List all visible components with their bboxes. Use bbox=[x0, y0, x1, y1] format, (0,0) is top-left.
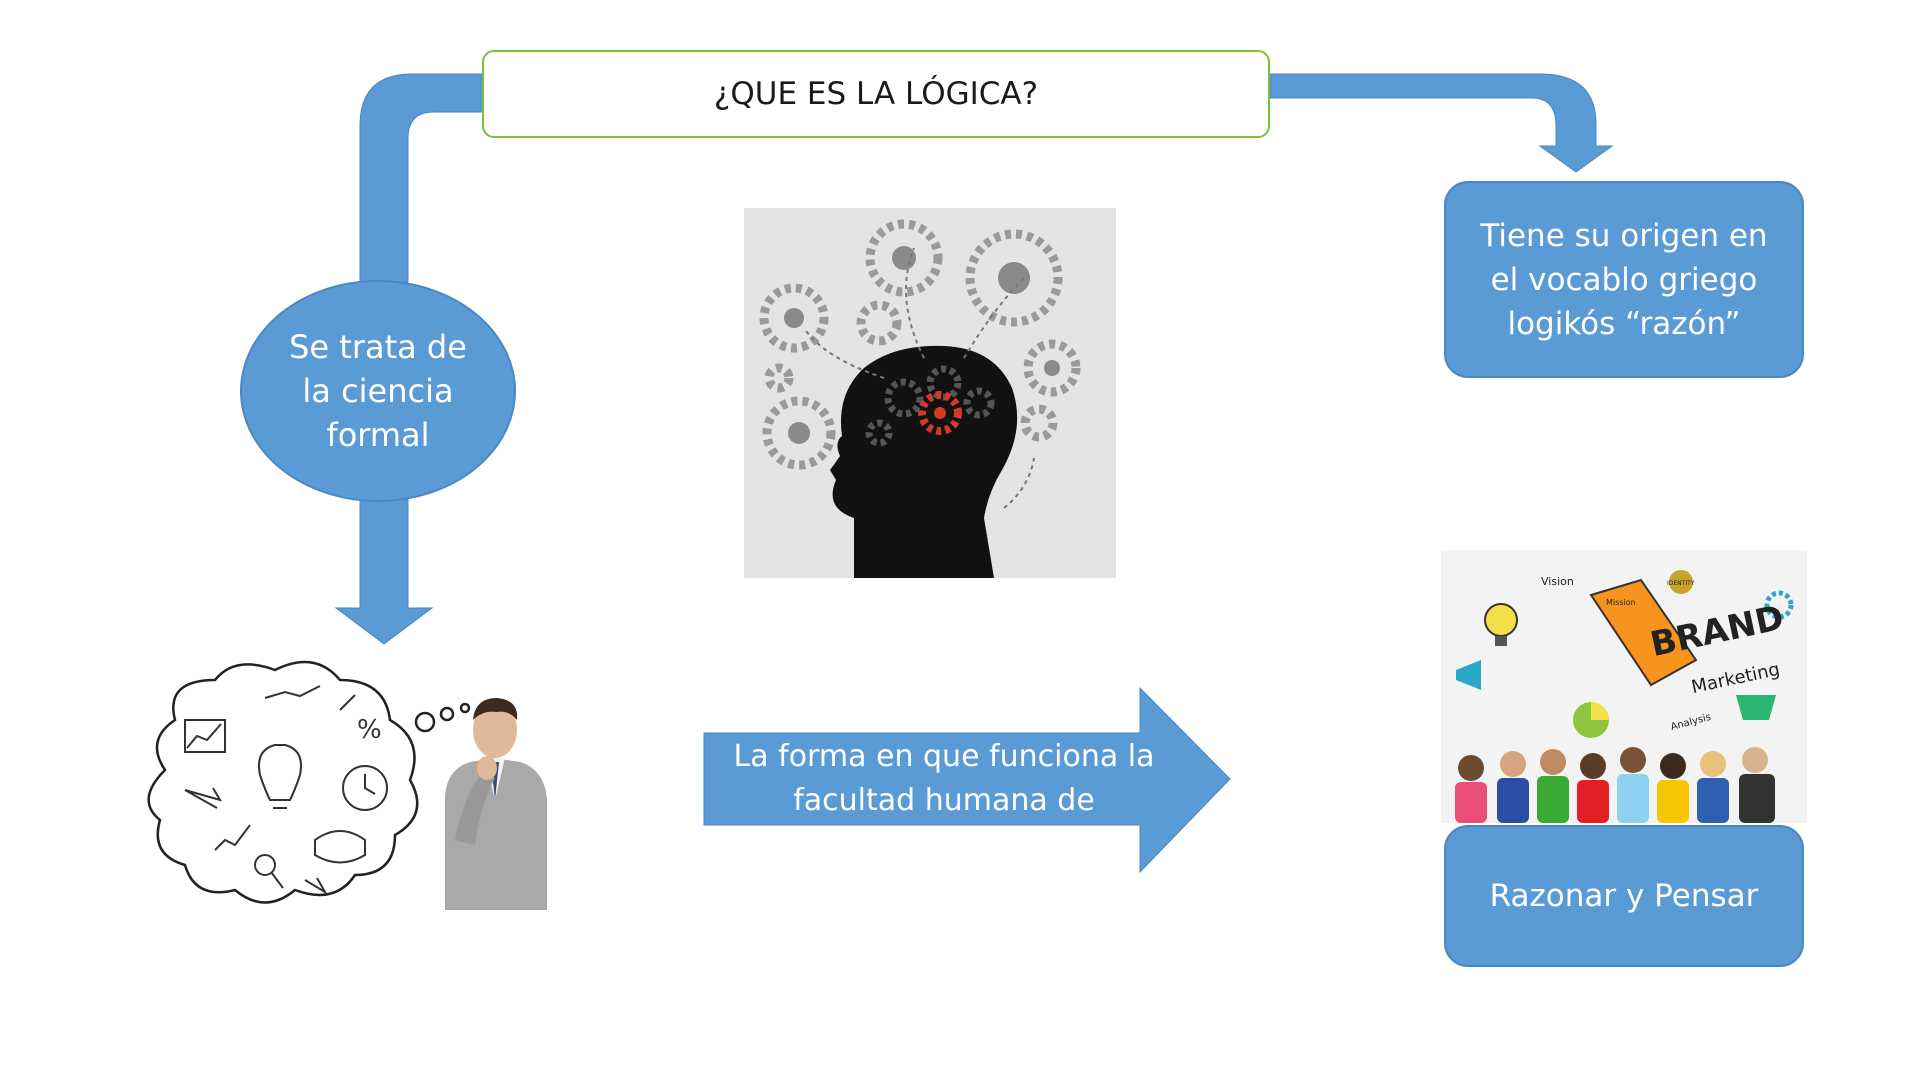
brand-label: BRAND bbox=[1647, 598, 1787, 665]
brand-marketing-image: BRAND Marketing Vision Mission Analysis … bbox=[1441, 550, 1807, 823]
light-bulb-icon bbox=[1484, 603, 1518, 637]
ciencia-text: Se trata de la ciencia formal bbox=[289, 328, 467, 454]
connector-title-to-ellipse bbox=[359, 73, 483, 283]
head-silhouette-icon bbox=[830, 345, 1018, 578]
red-gear-icon bbox=[918, 391, 962, 435]
thinking-man-image: % bbox=[147, 660, 547, 910]
connector-title-to-origin bbox=[1269, 73, 1614, 173]
ciencia-ellipse: Se trata de la ciencia formal bbox=[240, 280, 516, 502]
gear-icon bbox=[1764, 590, 1794, 620]
arrow-ellipse-to-man bbox=[334, 499, 434, 645]
mission-label: Mission bbox=[1606, 598, 1636, 607]
marketing-label: Marketing bbox=[1690, 659, 1782, 698]
idea-doodles-icon: % bbox=[184, 685, 388, 895]
brand-marketing-svg: BRAND Marketing Vision Mission Analysis … bbox=[1455, 570, 1794, 823]
vision-label: Vision bbox=[1541, 575, 1574, 588]
brain-gears-svg bbox=[759, 219, 1081, 578]
origen-text: Tiene su origen en el vocablo griego log… bbox=[1480, 217, 1768, 342]
analysis-label: Analysis bbox=[1670, 712, 1713, 733]
businessman-icon bbox=[445, 698, 547, 910]
price-tag-icon bbox=[1589, 578, 1698, 687]
title-box: ¿QUE ES LA LÓGICA? bbox=[482, 50, 1270, 138]
razonar-box: Razonar y Pensar bbox=[1444, 825, 1804, 967]
identity-label: IDENTITY bbox=[1667, 580, 1695, 587]
cart-icon bbox=[1736, 695, 1776, 720]
brain-gears-image bbox=[744, 208, 1116, 578]
brain-gears-icon bbox=[865, 365, 995, 447]
badge-icon bbox=[1669, 570, 1693, 594]
people-group-icon bbox=[1455, 747, 1775, 823]
funciona-text: La forma en que funciona la facultad hum… bbox=[733, 739, 1155, 818]
gear-icon bbox=[759, 219, 1081, 470]
origen-box: Tiene su origen en el vocablo griego log… bbox=[1444, 181, 1804, 378]
megaphone-icon bbox=[1456, 660, 1481, 690]
thought-cloud-icon bbox=[147, 660, 471, 904]
razonar-text: Razonar y Pensar bbox=[1489, 878, 1759, 914]
svg-text:%: % bbox=[357, 715, 382, 745]
arrow-funciona bbox=[703, 686, 1231, 874]
